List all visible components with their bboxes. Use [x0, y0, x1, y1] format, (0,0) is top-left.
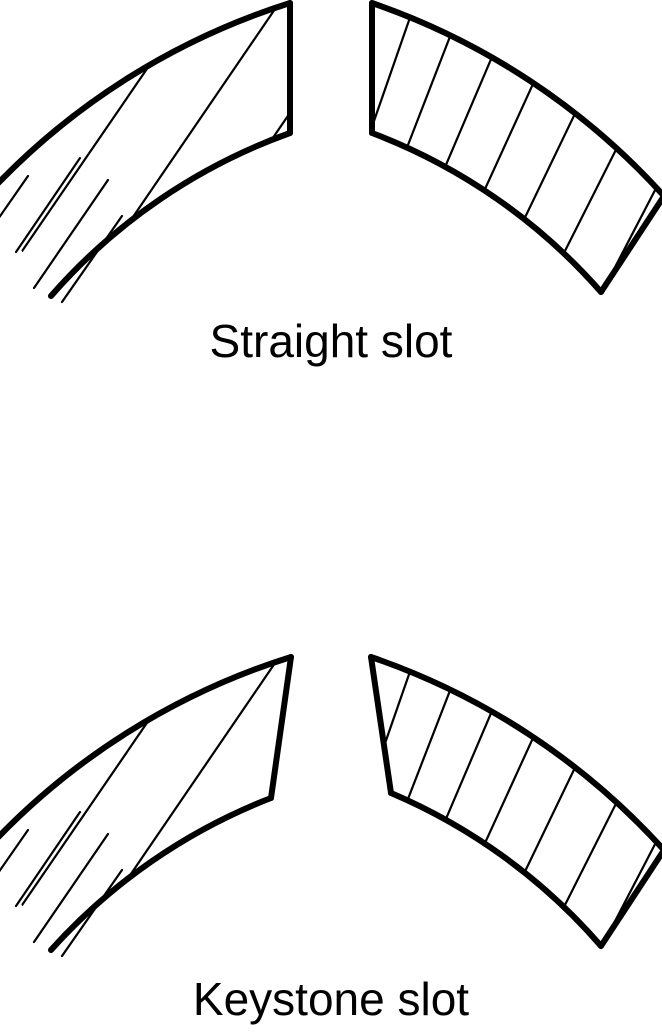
right-end-face-tapered	[368, 654, 394, 796]
straight-slot-caption: Straight slot	[209, 315, 453, 367]
hatch-overshoot-left	[0, 156, 124, 304]
left-inner-arc	[48, 795, 274, 953]
left-outer-arc	[0, 0, 293, 186]
left-end-face-tapered	[268, 654, 294, 801]
right-far-end-face	[598, 193, 662, 295]
right-inner-arc	[369, 130, 604, 295]
left-outer-arc	[0, 654, 294, 840]
keystone-slot-right-sector	[368, 654, 662, 949]
left-inner-arc	[48, 130, 293, 299]
keystone-slot-caption: Keystone slot	[192, 973, 470, 1025]
right-inner-arc	[388, 790, 604, 949]
right-far-end-face	[598, 847, 662, 949]
right-outer-arc	[368, 654, 662, 853]
right-outer-arc	[369, 0, 662, 199]
straight-slot-left-sector	[0, 0, 293, 304]
straight-slot-right-sector	[369, 0, 662, 295]
straight-slot-diagram	[0, 0, 662, 304]
hatch-overshoot-left	[0, 810, 124, 958]
keystone-slot-diagram	[0, 654, 662, 958]
